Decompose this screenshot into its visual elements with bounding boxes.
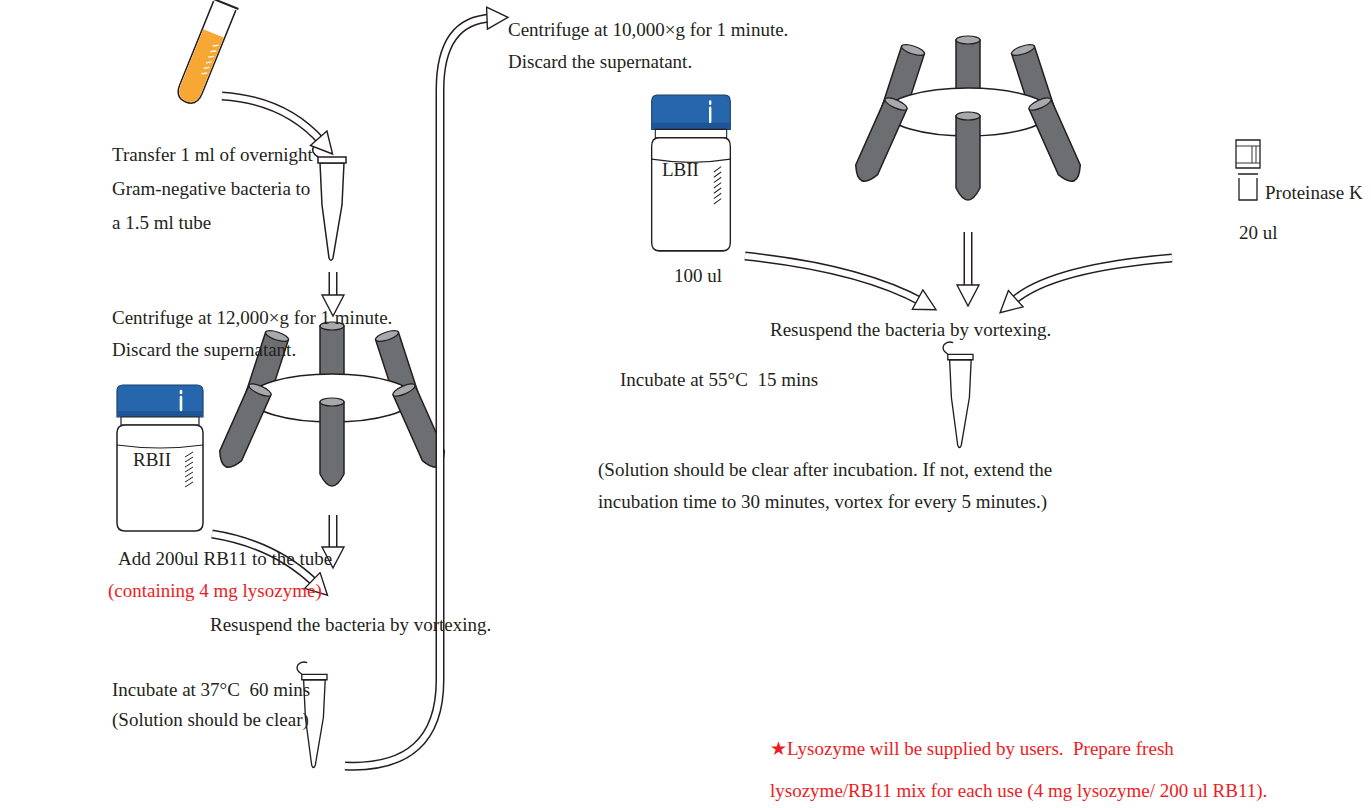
note-text: (Solution should be clear): [112, 705, 309, 735]
cap-band: [652, 123, 731, 129]
bottle-cap: [652, 95, 731, 129]
volume-label: 20 ul: [1239, 218, 1278, 248]
hatch-marks: [714, 167, 721, 204]
cap-highlight: [709, 102, 711, 122]
step-text: Add 200ul RB11 to the tube: [118, 544, 332, 574]
cap-band: [117, 411, 203, 417]
vial-cap: [1236, 140, 1260, 168]
step-text: Resuspend the bacteria by vortexing.: [770, 315, 1051, 345]
step-text: Incubate at 55°C 15 mins: [620, 365, 818, 395]
bottle-label: RBII: [133, 445, 171, 475]
step-text: Incubate at 37°C 60 mins: [112, 675, 310, 705]
bottle-cap: [117, 385, 203, 417]
culture-tube: [173, 0, 239, 107]
bottle-body: [652, 138, 731, 251]
cap-ridges: [1236, 146, 1260, 163]
footnote: ★Lysozyme will be supplied by users. Pre…: [770, 728, 1274, 808]
flow-arrows: [212, 18, 1172, 766]
cap-highlight: [180, 391, 183, 410]
bottle-body: [117, 425, 203, 531]
bottle-neck: [121, 417, 199, 425]
reagent-bottle: LBII100 ul: [648, 93, 734, 253]
micro-tube: [943, 342, 973, 447]
step-text: Centrifuge at 12,000×g for 1 minute. Dis…: [112, 302, 402, 366]
bottle-neck: [655, 129, 726, 138]
step-text: Transfer 1 ml of overnight Gram-negative…: [112, 138, 318, 240]
liquid-line: [117, 445, 203, 448]
note-text: (Solution should be clear after incubati…: [598, 454, 1058, 518]
vial-label: Proteinase K: [1265, 178, 1363, 208]
vial-outline: [1233, 138, 1263, 204]
vial-body: [1238, 174, 1258, 200]
hatch-marks: [185, 452, 193, 487]
step-text: Resuspend the bacteria by vortexing.: [210, 610, 491, 640]
reagent-bottle: RBII: [113, 383, 207, 533]
enzyme-vial: Proteinase K20 ul: [1233, 138, 1263, 204]
volume-label: 100 ul: [674, 261, 722, 291]
centrifuge-rotor: [851, 36, 1085, 200]
note-text: (containing 4 mg lysozyme): [108, 576, 322, 606]
step-text: Centrifuge at 10,000×g for 1 minute. Dis…: [508, 14, 798, 78]
bottle-label: LBII: [662, 155, 699, 185]
micro-tube: [313, 143, 346, 260]
